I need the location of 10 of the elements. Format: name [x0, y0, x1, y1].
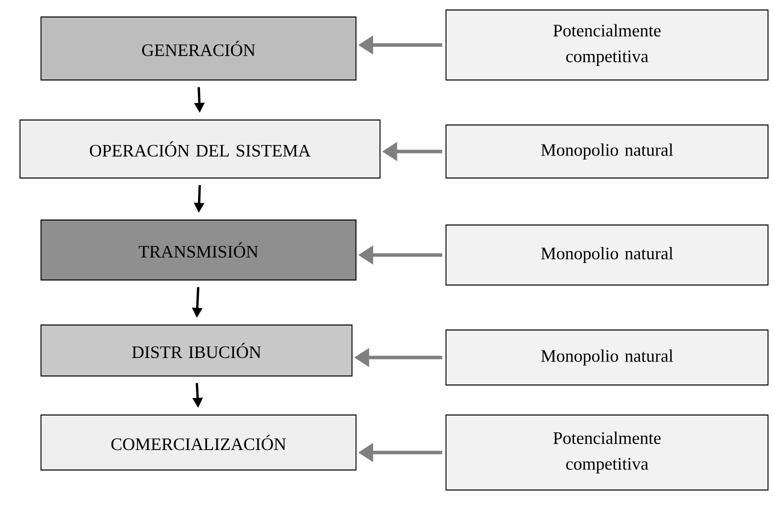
category-box: OPERACIÓN DEL SISTEMA — [20, 120, 380, 178]
market-type-box: Monopolio natural — [446, 330, 768, 386]
category-box: COMERCIALIZACIÓN — [40, 414, 356, 470]
category-box: GENERACIÓN — [40, 16, 356, 80]
category-box: TRANSMISIÓN — [40, 220, 356, 280]
market-type-box: Potencialmente competitiva — [446, 414, 768, 490]
category-box: DISTR IBUCIÓN — [40, 324, 352, 376]
market-type-box: Potencialmente competitiva — [446, 10, 768, 80]
market-type-box: Monopolio natural — [446, 124, 768, 178]
market-type-box: Monopolio natural — [446, 224, 768, 286]
